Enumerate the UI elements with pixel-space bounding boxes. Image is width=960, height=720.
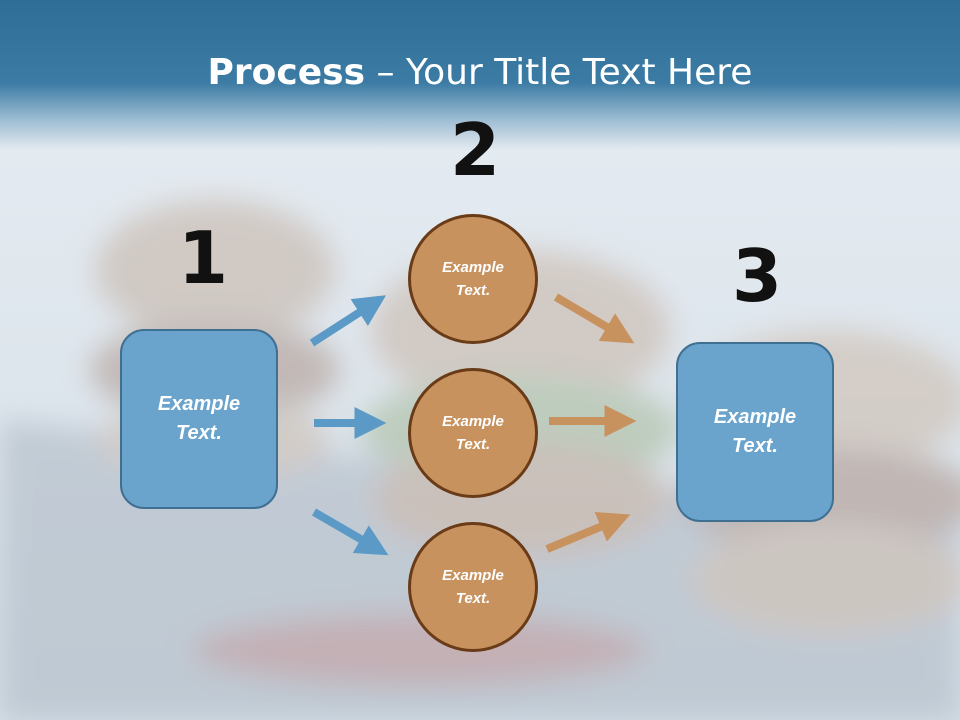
circle-middle-line-1: Example bbox=[442, 413, 504, 430]
circle-top-line-2: Text. bbox=[455, 282, 491, 299]
arrow-blue-top bbox=[309, 295, 387, 347]
left-box-line-2: Text. bbox=[176, 422, 222, 444]
right-text-box[interactable]: Example Text. bbox=[676, 342, 834, 522]
title-bold: Process bbox=[207, 52, 366, 93]
circle-middle[interactable]: Example Text. bbox=[408, 368, 538, 498]
right-box-line-1: Example bbox=[713, 406, 797, 428]
circle-top-line-1: Example bbox=[442, 259, 504, 276]
title-banner bbox=[0, 0, 960, 150]
circle-bottom-line-1: Example bbox=[442, 567, 504, 584]
step-number-2: 2 bbox=[450, 108, 501, 192]
slide-title[interactable]: Process – Your Title Text Here bbox=[0, 52, 960, 93]
step-number-3: 3 bbox=[732, 234, 783, 318]
arrow-orange-top bbox=[553, 293, 635, 344]
left-box-line-1: Example bbox=[157, 393, 241, 415]
circle-bottom[interactable]: Example Text. bbox=[408, 522, 538, 652]
circle-bottom-line-2: Text. bbox=[455, 590, 491, 607]
circle-middle-line-2: Text. bbox=[455, 436, 491, 453]
circle-top[interactable]: Example Text. bbox=[408, 214, 538, 344]
arrow-orange-bottom bbox=[545, 511, 631, 553]
right-box-line-2: Text. bbox=[732, 435, 778, 457]
step-number-1: 1 bbox=[178, 216, 229, 300]
title-rest: – Your Title Text Here bbox=[365, 52, 753, 93]
arrow-blue-bottom bbox=[311, 508, 389, 556]
left-text-box[interactable]: Example Text. bbox=[120, 329, 278, 509]
